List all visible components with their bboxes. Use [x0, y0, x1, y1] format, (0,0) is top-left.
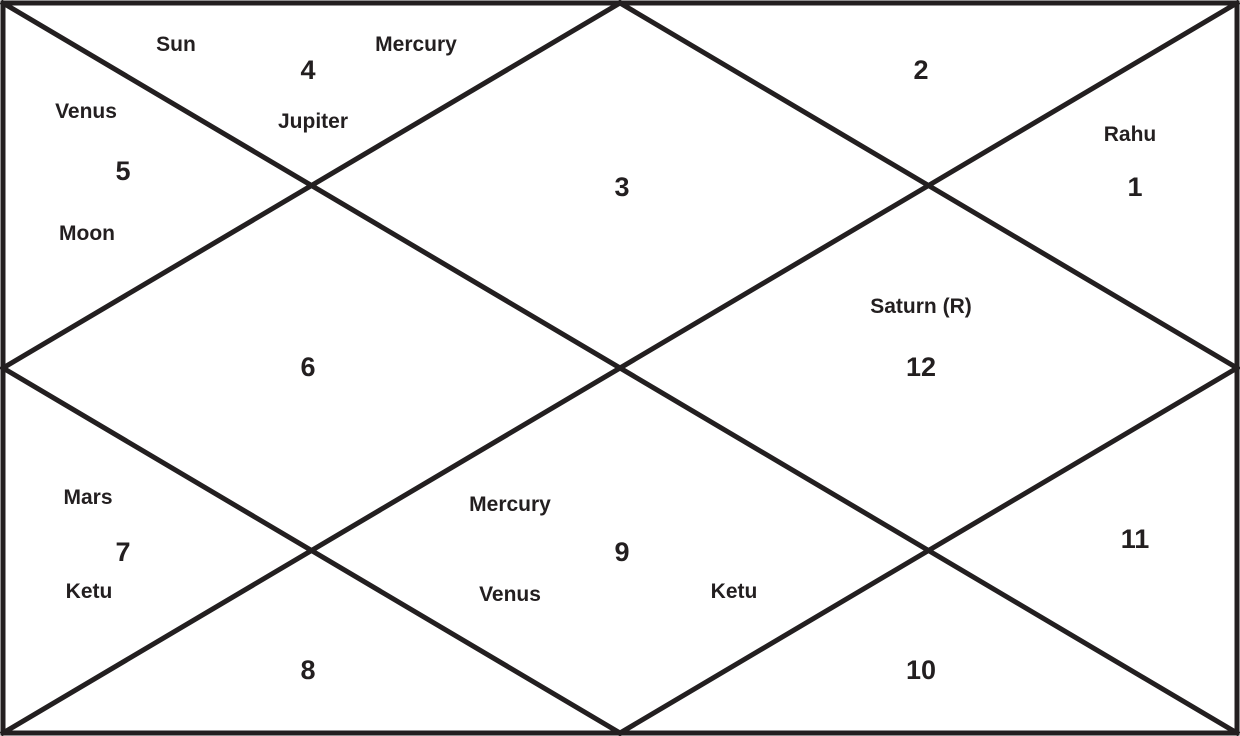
planet-label: Mars: [63, 486, 112, 509]
house-number-8: 8: [300, 655, 315, 685]
house-number-11: 11: [1121, 524, 1150, 554]
planet-label: Ketu: [711, 580, 758, 603]
house-number-9: 9: [614, 537, 629, 567]
diamond-edge: [0, 364, 624, 736]
planet-label: Rahu: [1104, 123, 1157, 146]
house-number-4: 4: [300, 55, 315, 85]
diamond-edge: [616, 0, 1240, 372]
diamond-edge: [616, 364, 1240, 736]
house-number-10: 10: [906, 655, 936, 685]
planet-label: Ketu: [66, 580, 113, 603]
house-number-3: 3: [614, 172, 629, 202]
diamond-edge: [0, 0, 624, 372]
planet-label: Venus: [479, 583, 541, 606]
planet-label: Jupiter: [278, 110, 348, 133]
house-number-2: 2: [913, 55, 928, 85]
planet-label: Venus: [55, 100, 117, 123]
planet-label: Mercury: [375, 33, 457, 56]
planet-label: Saturn (R): [870, 295, 972, 318]
planet-label: Mercury: [469, 493, 551, 516]
planet-label: Moon: [59, 222, 115, 245]
house-number-6: 6: [300, 352, 315, 382]
house-number-1: 1: [1127, 172, 1142, 202]
house-number-12: 12: [906, 352, 936, 382]
planet-label: Sun: [156, 33, 196, 56]
house-number-7: 7: [115, 537, 130, 567]
house-number-5: 5: [115, 156, 130, 186]
